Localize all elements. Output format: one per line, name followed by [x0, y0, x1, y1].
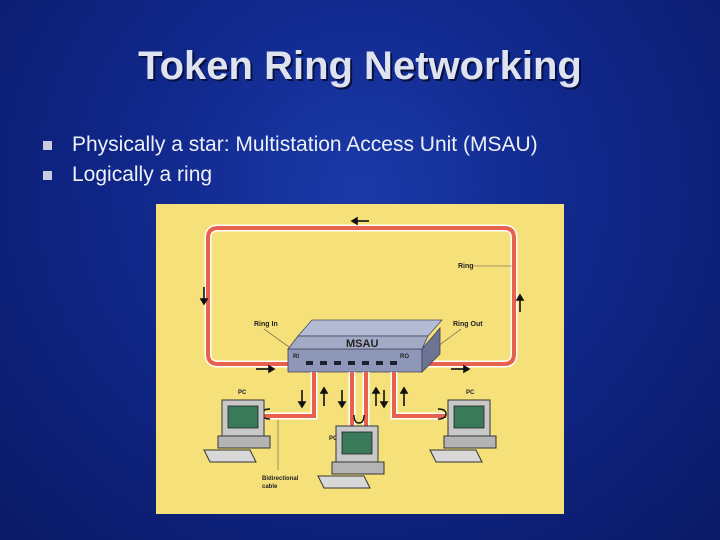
bullet-item: Physically a star: Multistation Access U…: [40, 130, 538, 160]
cable-arrow-icon: [337, 390, 347, 409]
bullet-text: Physically a star: Multistation Access U…: [72, 133, 538, 156]
cable-right-line: [392, 372, 446, 418]
hub-port: [306, 361, 313, 365]
cable-left: [264, 372, 318, 420]
cable-arrow-icon: [399, 386, 409, 406]
pc-screen: [227, 405, 259, 429]
loop-icon: [353, 414, 365, 424]
hub-top: [297, 319, 443, 337]
cable-middle: [348, 372, 370, 426]
hub-port: [334, 361, 341, 365]
pc-label: PC: [466, 390, 475, 396]
pc-label: PC: [329, 436, 338, 442]
pc-screen: [453, 405, 485, 429]
cable-label-line2: cable: [262, 484, 278, 490]
cable-arrow-icon: [379, 390, 389, 409]
pc-base: [217, 435, 271, 449]
bullet-text: Logically a ring: [72, 163, 213, 186]
direction-arrow-icon: [515, 293, 525, 312]
token-ring-diagram: Ring Ring In Ring Out MSAU RI RO: [156, 204, 564, 514]
cable-label-line1: Bidirectional: [262, 476, 299, 482]
pc-base: [443, 435, 497, 449]
pc-keyboard: [429, 449, 483, 463]
bullet-list: Physically a star: Multistation Access U…: [40, 130, 538, 190]
direction-arrow-icon: [256, 364, 276, 374]
pc-right: PC: [429, 390, 497, 463]
cable-middle-line: [350, 372, 368, 426]
hub-port: [348, 361, 355, 365]
hub-port: [320, 361, 327, 365]
hub-ports: [306, 361, 397, 365]
bullet-square-icon: [43, 171, 52, 180]
pc-middle: PC: [317, 425, 385, 489]
ring-path-inner: [206, 226, 516, 366]
pc-label: PC: [238, 390, 247, 396]
pc-screen: [341, 431, 373, 455]
hub-label: MSAU: [346, 338, 378, 350]
hub-port: [362, 361, 369, 365]
ring-label: Ring: [458, 263, 474, 270]
slide-title: Token Ring Networking: [138, 44, 582, 88]
hub-front: [287, 348, 423, 373]
bullet-square-icon: [43, 141, 52, 150]
cable-arrow-icon: [297, 390, 307, 409]
cable-arrow-icon: [371, 386, 381, 406]
ring-in-label: Ring In: [254, 321, 278, 328]
pc-keyboard: [203, 449, 257, 463]
cable-left-line: [264, 372, 316, 418]
hub-bevel: [287, 335, 429, 350]
direction-arrow-icon: [350, 216, 369, 226]
cable-right: [390, 372, 446, 420]
hub-side: [421, 326, 441, 373]
ri-label: RI: [293, 354, 299, 360]
ring-out-label: Ring Out: [453, 321, 483, 328]
ro-label: RO: [400, 354, 409, 360]
pc-base: [331, 461, 385, 475]
msau-hub: MSAU RI RO: [287, 319, 443, 373]
hub-port: [390, 361, 397, 365]
direction-arrow-icon: [451, 364, 471, 374]
bullet-item: Logically a ring: [40, 160, 538, 190]
hub-port: [376, 361, 383, 365]
pc-left: PC: [203, 390, 271, 463]
cable-arrow-icon: [319, 386, 329, 406]
direction-arrow-icon: [199, 287, 209, 306]
loop-icon: [437, 408, 447, 420]
pc-keyboard: [317, 475, 371, 489]
